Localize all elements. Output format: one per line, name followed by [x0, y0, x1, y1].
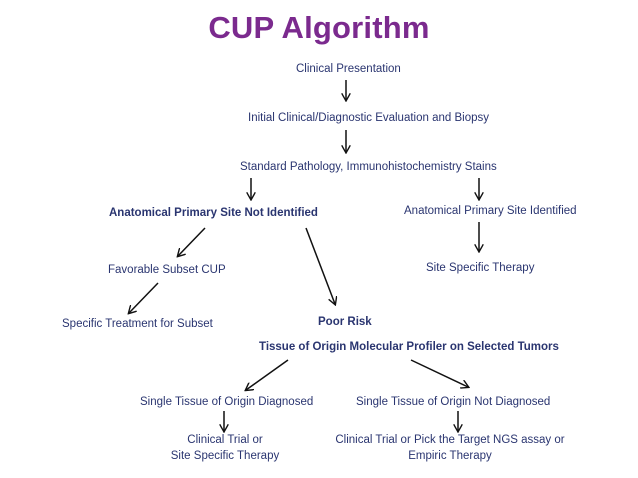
diagram-title: CUP Algorithm [208, 10, 430, 45]
node-standard-pathology: Standard Pathology, Immunohistochemistry… [240, 161, 497, 173]
node-favorable-subset: Favorable Subset CUP [108, 264, 226, 276]
arrow-profiler-to-not-diagnosed [410, 359, 468, 387]
node-clinical-trial-site-line2: Site Specific Therapy [170, 450, 280, 462]
arrow-favorable-to-specific-treatment [129, 282, 159, 313]
node-poor-risk: Poor Risk [318, 316, 372, 328]
node-single-diagnosed: Single Tissue of Origin Diagnosed [140, 396, 314, 408]
node-initial-evaluation: Initial Clinical/Diagnostic Evaluation a… [248, 112, 489, 124]
node-clinical-trial-ngs: Clinical Trial or Pick the Target NGS as… [332, 432, 568, 464]
node-primary-not-identified: Anatomical Primary Site Not Identified [109, 207, 318, 219]
node-clinical-trial-ngs-line1: Clinical Trial or Pick the Target NGS as… [335, 434, 565, 446]
node-clinical-trial-site-line1: Clinical Trial or [187, 434, 263, 446]
arrow-not-identified-to-favorable [178, 227, 206, 256]
node-single-not-diagnosed: Single Tissue of Origin Not Diagnosed [356, 396, 551, 408]
node-primary-identified: Anatomical Primary Site Identified [404, 205, 577, 217]
node-clinical-trial-ngs-line2: Empiric Therapy [408, 450, 492, 462]
node-clinical-trial-site: Clinical Trial or Site Specific Therapy [155, 432, 295, 464]
node-tissue-profiler: Tissue of Origin Molecular Profiler on S… [259, 341, 559, 353]
arrow-not-identified-to-poor-risk [305, 227, 335, 304]
node-clinical-presentation: Clinical Presentation [296, 63, 401, 75]
node-site-specific-therapy: Site Specific Therapy [426, 262, 535, 274]
node-specific-treatment: Specific Treatment for Subset [62, 318, 213, 330]
arrow-profiler-to-diagnosed [246, 359, 289, 390]
